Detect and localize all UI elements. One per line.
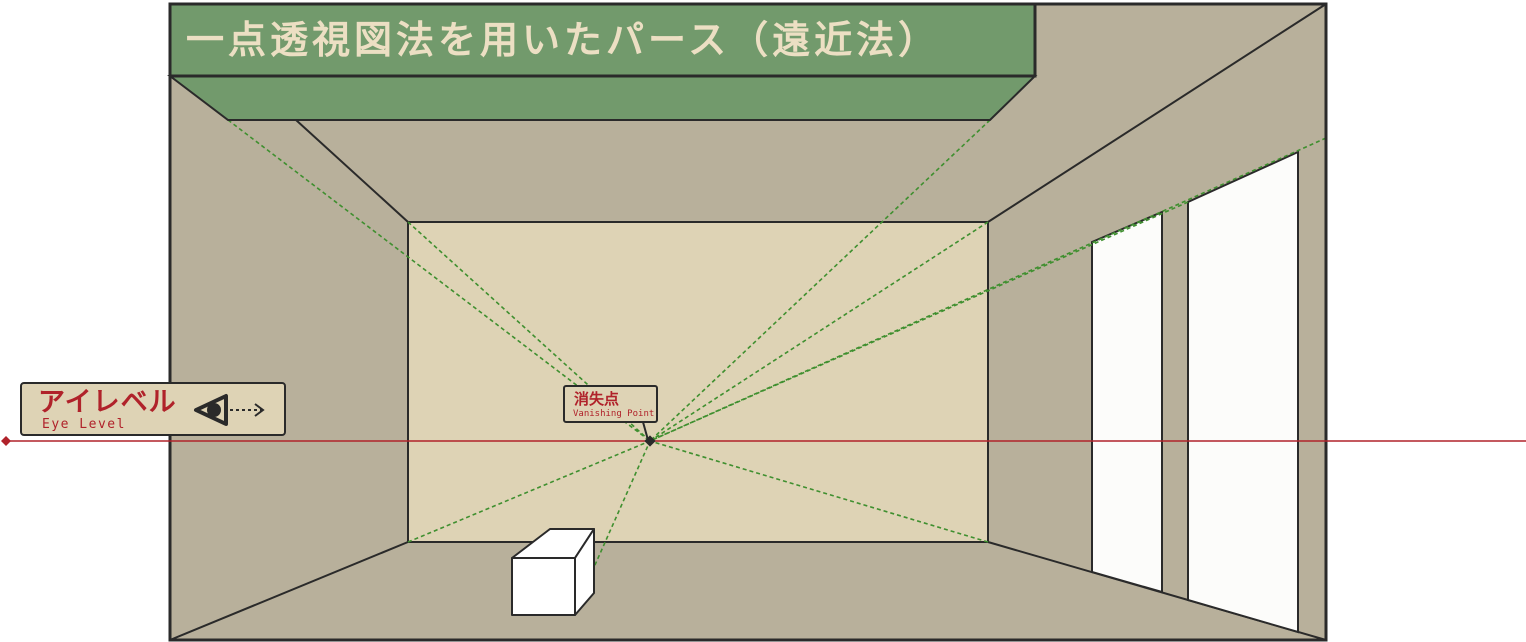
window-2 xyxy=(1187,150,1299,634)
back-wall xyxy=(407,221,989,543)
box-front xyxy=(511,557,576,616)
window-1 xyxy=(1091,210,1163,594)
diagram-title: 一点透視図法を用いたパース（遠近法） xyxy=(186,18,941,62)
ceiling-edge-left xyxy=(295,119,409,223)
eye-level-label-en: Eye Level xyxy=(42,417,126,432)
title-band-underside xyxy=(167,75,1038,121)
guide-line xyxy=(649,119,991,442)
vanishing-point-marker xyxy=(644,435,656,447)
guide-line xyxy=(407,440,651,543)
vanishing-point-label: 消失点 xyxy=(574,390,620,408)
guide-line xyxy=(649,440,989,543)
guide-line xyxy=(649,201,1189,442)
vanishing-point-label-en: Vanishing Point xyxy=(573,409,655,419)
floor-edge-left xyxy=(169,541,409,641)
ceiling xyxy=(296,4,1326,222)
eye-icon xyxy=(194,394,265,426)
floor xyxy=(170,542,1326,640)
left-wall xyxy=(170,76,408,640)
floor-box xyxy=(511,528,595,616)
guide-line xyxy=(407,221,651,442)
vanishing-point-label-box xyxy=(563,385,658,423)
title-band xyxy=(168,2,1037,78)
eye-level-label: アイレベル xyxy=(38,387,177,418)
picture-frame xyxy=(168,2,1328,642)
eye-level-marker xyxy=(1,436,11,446)
ceiling-edge-right xyxy=(987,3,1327,223)
vanishing-point-pointer xyxy=(642,421,649,441)
